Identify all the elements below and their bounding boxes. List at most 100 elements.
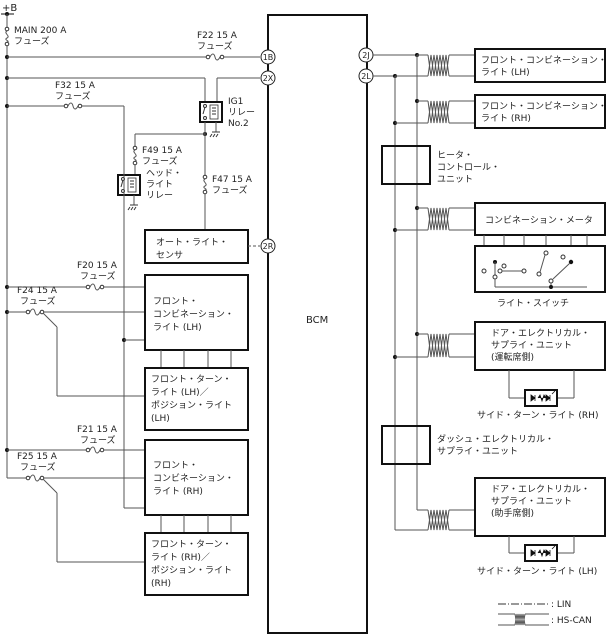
side-turn-light-rh-icon [524, 389, 558, 407]
door-esu-passenger-label-1: ドア・エレクトリカル・ [491, 484, 590, 495]
wire [42, 478, 58, 494]
svg-text:1B: 1B [263, 53, 274, 62]
heater-control-label-1: ヒータ・ [437, 150, 473, 161]
connector-wires [160, 350, 232, 368]
right-fcl-rh-label-2: ライト (RH) [481, 113, 531, 124]
terminal-2r: 2R [260, 238, 276, 254]
ftl-lh-label-2: ライト (LH)／ [151, 387, 209, 398]
fuse-f21-icon [85, 446, 105, 454]
fuse-f22-type: フューズ [197, 40, 233, 52]
fuse-main-name: MAIN 200 A [14, 26, 67, 36]
door-esu-passenger-box [474, 477, 606, 537]
fuse-f24-name: F24 15 A [17, 286, 58, 296]
fuse-main-icon [4, 26, 10, 47]
ground-icon [209, 131, 220, 138]
svg-text:2R: 2R [263, 242, 274, 251]
fuse-f25-icon [25, 474, 45, 482]
twisted-pair-icon [395, 207, 475, 231]
combination-meter-box [474, 202, 606, 236]
ig1-relay-label-2: リレー [228, 108, 255, 118]
fuse-f20-icon [85, 283, 105, 291]
fuse-f22-name: F22 15 A [197, 31, 238, 41]
ftl-rh-label-1: フロント・ターン・ [151, 539, 232, 550]
headlight-relay-label-2: ライト [146, 179, 173, 190]
ig1-relay-label-3: No.2 [228, 119, 249, 129]
door-esu-driver-label-1: ドア・エレクトリカル・ [491, 328, 590, 339]
dash-esu-box [381, 425, 431, 465]
twisted-pair-icon [395, 490, 475, 531]
fuse-f20-type: フューズ [80, 270, 116, 282]
heater-control-label-3: ユニット [437, 175, 473, 185]
legend: : LIN : HS-CAN [498, 600, 592, 626]
twisted-pair-icon [395, 333, 475, 358]
light-switch-contacts-icon [481, 250, 587, 289]
combination-meter-label: コンビネーション・メータ [485, 215, 593, 226]
fuse-f49-name: F49 15 A [142, 146, 183, 156]
door-esu-passenger-label-3: (助手席側) [491, 507, 534, 519]
terminal-2x: 2X [260, 70, 276, 86]
heater-control-label-2: コントロール・ [437, 163, 500, 173]
fuse-f25-type: フューズ [20, 461, 56, 473]
fcl-lh-label-1: フロント・ [153, 297, 198, 307]
svg-text:2X: 2X [263, 74, 274, 83]
front-combination-light-rh-box [144, 439, 249, 516]
ig1-relay-label-1: IG1 [228, 97, 243, 107]
fuse-f20-name: F20 15 A [77, 261, 118, 271]
ftl-rh-label-4: (RH) [151, 579, 171, 589]
fuse-f24-icon [25, 308, 45, 316]
right-fcl-lh-label-2: ライト (LH) [481, 67, 530, 78]
fcl-rh-label-1: フロント・ [153, 461, 198, 471]
ftl-lh-label-3: ポジション・ライト [151, 400, 232, 411]
twisted-pair-icon [395, 54, 475, 77]
door-esu-driver-label-3: (運転席側) [491, 351, 534, 363]
right-fcl-rh-label-1: フロント・コンビネーション・ [481, 101, 607, 112]
door-esu-passenger-label-2: サプライ・ユニット [491, 496, 572, 507]
heater-control-unit-box [381, 145, 431, 185]
dash-esu-label-1: ダッシュ・エレクトリカル・ [437, 433, 554, 445]
fcl-lh-label-2: コンビネーション・ [153, 309, 234, 320]
bcm-label: BCM [306, 315, 328, 326]
fcl-rh-label-2: コンビネーション・ [153, 473, 234, 484]
twisted-pair-icon [395, 100, 475, 124]
ig1-relay-icon [199, 101, 223, 123]
right-fcl-rh-box [474, 94, 606, 129]
front-turn-light-rh-box [144, 532, 249, 596]
legend-hscan-icon [498, 613, 549, 626]
auto-light-sensor-label-1: オート・ライト・ [156, 237, 228, 248]
right-fcl-lh-label-1: フロント・コンビネーション・ [481, 55, 607, 66]
front-turn-light-lh-box [144, 367, 249, 431]
fuse-f25-name: F25 15 A [17, 452, 58, 462]
side-turn-light-rh-label: サイド・ターン・ライト (RH) [477, 410, 598, 421]
fuse-f21-name: F21 15 A [77, 425, 118, 435]
light-switch-label: ライト・スイッチ [497, 298, 569, 309]
ftl-lh-label-1: フロント・ターン・ [151, 374, 232, 385]
front-combination-light-lh-box [144, 274, 249, 351]
fuse-f32-name: F32 15 A [55, 81, 96, 91]
fuse-f32-icon [63, 102, 83, 110]
right-fcl-lh-box [474, 48, 606, 83]
fcl-rh-label-3: ライト (RH) [153, 486, 203, 497]
legend-lin-label: : LIN [551, 600, 571, 610]
headlight-relay-label-1: ヘッド・ [146, 169, 182, 179]
connector-wires [160, 515, 232, 533]
svg-text:2J: 2J [362, 51, 369, 60]
power-label: +B [2, 3, 17, 14]
light-switch-box [474, 245, 606, 293]
svg-text:2L: 2L [361, 72, 371, 81]
dash-esu-label-2: サプライ・ユニット [437, 446, 518, 457]
ground-icon [127, 204, 138, 211]
terminal-2j: 2J [358, 47, 374, 63]
side-turn-light-lh-icon [524, 544, 558, 562]
side-turn-light-lh-label: サイド・ターン・ライト (LH) [477, 566, 597, 577]
door-esu-driver-label-2: サプライ・ユニット [491, 340, 572, 351]
fuse-f49-icon [132, 145, 138, 166]
fuse-f49-type: フューズ [142, 155, 178, 167]
legend-hscan-label: : HS-CAN [551, 616, 592, 626]
fuse-f32-type: フューズ [55, 90, 91, 102]
ftl-rh-label-2: ライト (RH)／ [151, 552, 210, 563]
door-esu-driver-box [474, 321, 606, 371]
fuse-f47-name: F47 15 A [212, 175, 253, 185]
fcl-lh-label-3: ライト (LH) [153, 322, 202, 333]
fuse-f21-type: フューズ [80, 434, 116, 446]
